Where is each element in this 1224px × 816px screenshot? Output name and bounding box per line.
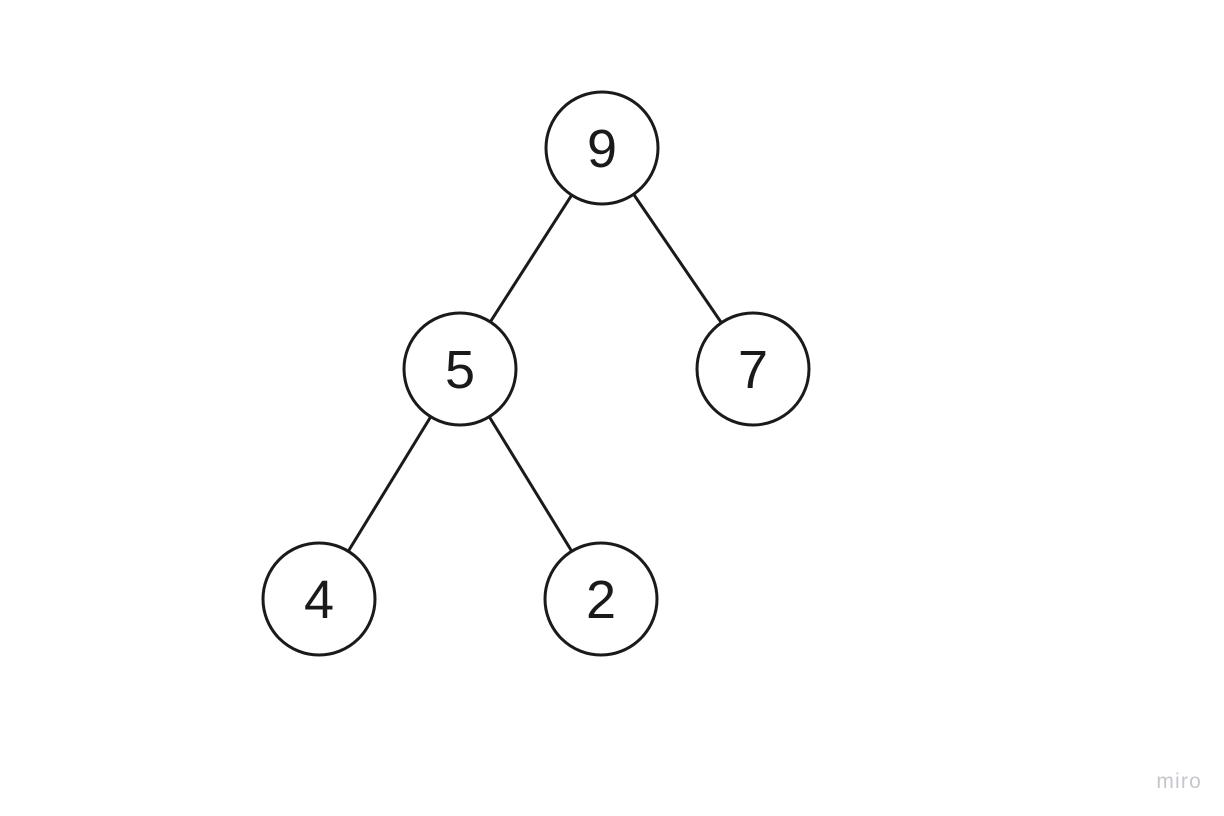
miro-watermark: miro: [1156, 770, 1202, 793]
node-label-9: 9: [587, 119, 617, 179]
node-circle-7[interactable]: [695, 311, 811, 427]
node-label-7: 7: [738, 340, 768, 400]
tree-edge-5-4: [346, 415, 433, 553]
tree-node-7[interactable]: 7: [695, 311, 811, 427]
tree-edge-5-2: [487, 415, 574, 553]
node-circle-4[interactable]: [261, 541, 377, 657]
tree-node-9[interactable]: 9: [544, 90, 660, 206]
tree-node-4[interactable]: 4: [261, 541, 377, 657]
node-label-5: 5: [445, 340, 475, 400]
edges-layer: [346, 193, 723, 553]
tree-edge-9-5: [489, 194, 573, 323]
tree-edge-9-7: [632, 193, 723, 324]
node-circle-2[interactable]: [543, 541, 659, 657]
node-circle-9[interactable]: [544, 90, 660, 206]
node-label-2: 2: [586, 570, 616, 630]
tree-node-5[interactable]: 5: [402, 311, 518, 427]
node-circle-5[interactable]: [402, 311, 518, 427]
nodes-layer: 9 5 7 4 2: [261, 90, 811, 657]
tree-node-2[interactable]: 2: [543, 541, 659, 657]
node-label-4: 4: [304, 570, 334, 630]
